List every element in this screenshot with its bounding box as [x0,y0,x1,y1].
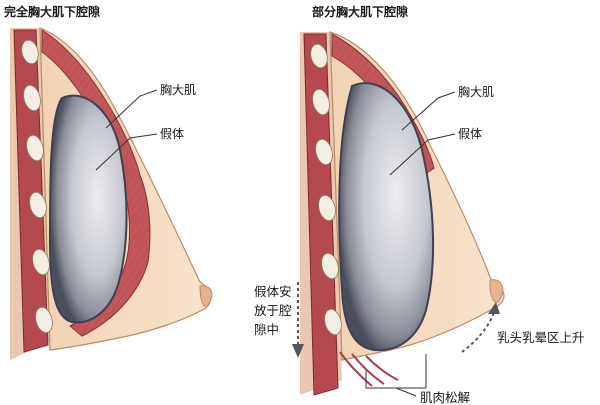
left-muscle-label: 胸大肌 [160,82,196,97]
right-implant-label: 假体 [458,127,482,141]
right-muscle-label: 胸大肌 [458,84,494,99]
loose-muscle-bracket [366,354,426,388]
left-panel-title: 完全胸大肌下腔隙 [4,4,100,19]
right-panel: 部分胸大肌下腔隙 胸大肌 假体 假体安 放于腔 隙中 乳头乳晕区上升 肌肉松解 [254,4,585,405]
loose-muscle-note: 肌肉松解 [420,390,470,405]
nipple-note: 乳头乳晕区上升 [497,330,585,345]
right-panel-title: 部分胸大肌下腔隙 [312,4,408,19]
loose-muscle-leader [396,388,416,396]
left-panel: 完全胸大肌下腔隙 胸大肌 假体 [4,4,212,360]
watermark: Baidu百科 [6,387,59,401]
left-implant-label: 假体 [160,127,184,141]
side-note-line-3: 隙中 [254,322,279,337]
side-note-line-1: 假体安 [254,284,292,299]
side-note-line-2: 放于腔 [254,303,292,318]
